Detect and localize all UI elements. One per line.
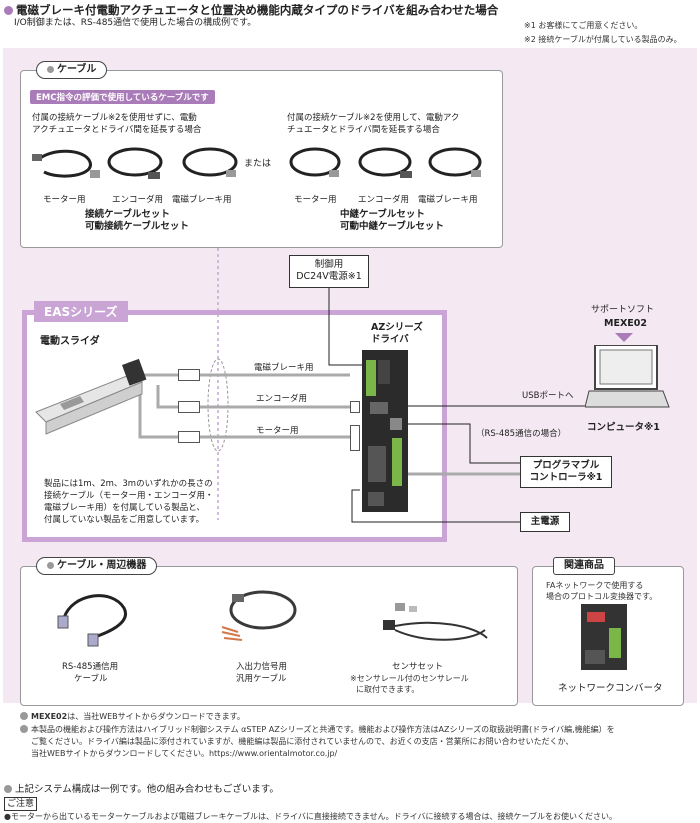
bullet-icon	[4, 785, 12, 793]
software-name: MEXE02	[604, 318, 647, 329]
io-cable-icon	[221, 590, 297, 641]
driver-label-2: ドライバ	[371, 334, 409, 345]
network-converter-icon	[581, 604, 627, 670]
peripherals-panel	[20, 566, 518, 706]
cable-label: 電磁ブレーキ用	[172, 195, 232, 205]
peripheral-label: センサセット	[392, 662, 444, 672]
encoder-cable-icon	[107, 147, 163, 179]
example-note: 上記システム構成は一例です。他の組み合わせもございます。	[4, 784, 279, 796]
brake-cable-icon	[182, 147, 238, 177]
peripherals-title: ケーブル・周辺機器	[36, 557, 158, 575]
left-cable-illustrations	[32, 147, 238, 179]
cable-label: モーター用	[294, 195, 337, 205]
computer-icon	[585, 345, 670, 408]
right-desc-1: 付属の接続ケーブル※2を使用して、電動アク	[287, 113, 460, 123]
caution-tag: ご注意	[4, 797, 38, 811]
connector	[178, 431, 200, 443]
right-set-1: 中継ケーブルセット	[340, 209, 425, 220]
footnote-manual-3: 当社WEBサイトからダウンロードしてください。https://www.orien…	[31, 749, 338, 758]
cable-label: モーター用	[43, 195, 86, 205]
emc-badge: EMC指令の評価で使用しているケーブルです	[30, 90, 215, 104]
left-set-2: 可動接続ケーブルセット	[85, 221, 189, 232]
left-set-1: 接続ケーブルセット	[85, 209, 170, 220]
eas-desc-line: 付属していない製品をご用意しています。	[44, 515, 205, 525]
footnote-mexe: MEXE02は、当社WEBサイトからダウンロードできます。	[20, 711, 245, 722]
sensor-note: に取付できます。	[356, 685, 420, 694]
main-power-box: 主電源	[520, 512, 570, 532]
control-power-line1: 制御用	[314, 259, 344, 270]
brake-relay-cable-icon	[428, 147, 482, 177]
related-desc: 場合のプロトコル変換器です。	[546, 592, 658, 601]
footnote-1: ※1 お客様にてご用意ください。	[524, 21, 643, 30]
bullet-icon	[4, 6, 13, 15]
or-label: または	[244, 159, 272, 169]
connector	[350, 425, 360, 451]
right-desc-2: チュエータとドライバ間を延長する場合	[287, 125, 440, 135]
rs485-cable-icon	[57, 594, 128, 647]
motor-cable-icon	[32, 149, 100, 178]
cable-label: 電磁ブレーキ用	[418, 195, 478, 205]
driver-label-1: AZシリーズ	[371, 322, 423, 333]
right-set-2: 可動中継ケーブルセット	[340, 221, 444, 232]
peripheral-label: RS-485通信用	[62, 662, 119, 672]
eas-desc-line: 接続ケーブル（モーター用・エンコーダ用・	[44, 491, 214, 501]
cable-label: エンコーダ用	[358, 195, 410, 205]
brake-cable-label: 電磁ブレーキ用	[254, 363, 314, 373]
footnote-manual: 本製品の機能および操作方法はハイブリッド制御システム αSTEP AZシリーズと…	[20, 724, 615, 735]
left-desc-1: 付属の接続ケーブル※2を使用せずに、電動	[32, 113, 197, 123]
cable-label: エンコーダ用	[112, 195, 164, 205]
az-driver-icon	[362, 350, 408, 512]
eas-desc-line: 電磁ブレーキ用）を付属している製品と、	[44, 503, 205, 513]
connector	[178, 369, 200, 381]
related-title: 関連商品	[553, 557, 615, 575]
left-desc-2: アクチュエータとドライバ間を延長する場合	[32, 125, 202, 135]
usb-label: USBポートへ	[522, 391, 574, 401]
bullet-icon	[20, 712, 28, 720]
related-product: ネットワークコンバータ	[558, 683, 663, 694]
right-cable-illustrations	[289, 147, 482, 178]
eas-label: EASシリーズ	[34, 301, 128, 322]
sensor-set-icon	[383, 603, 488, 641]
motor-cable-label: モーター用	[256, 426, 299, 436]
footnote-manual-2: ご覧ください。ドライバ編は製品に添付されていますが、機能編は製品に添付されていま…	[31, 737, 574, 746]
plc-line1: プログラマブル	[532, 460, 600, 471]
main-power-label: 主電源	[530, 516, 560, 527]
bullet-icon	[47, 562, 54, 569]
computer-label: コンピュータ※1	[587, 422, 660, 433]
footnote-2: ※2 接続ケーブルが付属している製品のみ。	[524, 35, 682, 44]
software-label: サポートソフト	[591, 305, 655, 315]
encoder-cable-label: エンコーダ用	[256, 394, 308, 404]
bullet-icon	[47, 66, 54, 73]
cable-panel-title: ケーブル	[36, 61, 108, 79]
page-title: 電磁ブレーキ付電動アクチュエータと位置決め機能内蔵タイプのドライバを組み合わせた…	[4, 2, 498, 18]
peripheral-label: 汎用ケーブル	[236, 674, 287, 684]
sensor-note: ※センサレール付のセンサレール	[350, 674, 469, 683]
peripheral-label: 入出力信号用	[236, 662, 288, 672]
control-power-line2: DC24V電源※1	[296, 271, 362, 282]
eas-desc-line: 製品には1m、2m、3mのいずれかの長さの	[44, 479, 213, 489]
slider-label: 電動スライダ	[40, 336, 100, 347]
electric-slider-icon	[35, 358, 147, 435]
caution-text: ●モーターから出ているモーターケーブルおよび電磁ブレーキケーブルは、ドライバに直…	[4, 812, 617, 821]
subtitle: I/O制御または、RS-485通信で使用した場合の構成例です。	[14, 18, 257, 28]
connector	[178, 401, 200, 413]
plc-box: プログラマブル コントローラ※1	[520, 456, 612, 488]
bullet-icon	[20, 725, 28, 733]
rs485-label: （RS-485通信の場合）	[476, 429, 567, 439]
encoder-relay-cable-icon	[358, 147, 412, 178]
plc-line2: コントローラ※1	[529, 472, 603, 483]
connector	[350, 401, 360, 413]
motor-relay-cable-icon	[289, 147, 341, 177]
peripheral-label: ケーブル	[74, 674, 108, 684]
control-power-box: 制御用 DC24V電源※1	[289, 255, 369, 288]
related-desc: FAネットワークで使用する	[546, 581, 644, 590]
